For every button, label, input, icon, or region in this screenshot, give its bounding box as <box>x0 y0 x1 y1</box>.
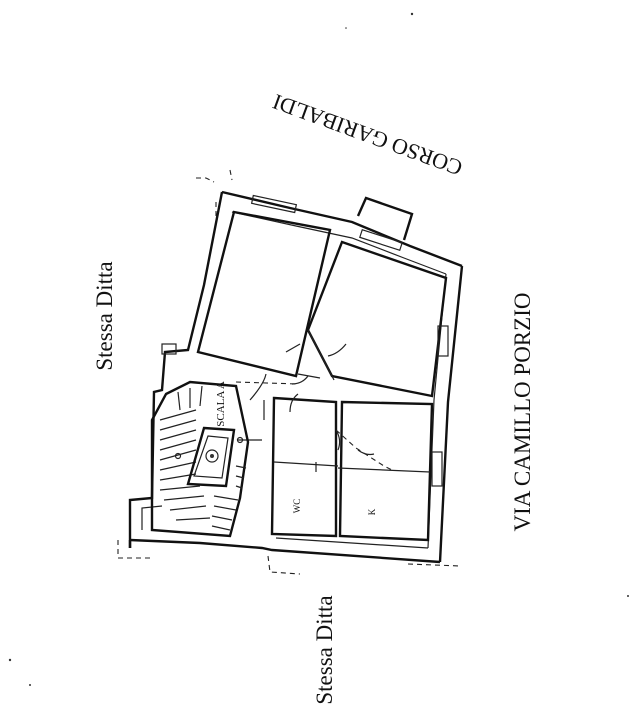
room-kitchen <box>338 400 434 542</box>
boundary-lines <box>117 169 461 575</box>
diagonal-corridor <box>235 329 335 385</box>
neighbour-label-west-group: Stessa Ditta <box>92 261 117 370</box>
street-label-east-group: VIA CAMILLO PORZIO <box>510 293 535 532</box>
partitions <box>238 400 431 473</box>
door-swings <box>249 343 375 472</box>
room-upper-right <box>306 240 448 398</box>
neighbour-label-west: Stessa Ditta <box>92 261 117 370</box>
stair-well <box>174 426 244 488</box>
neighbour-label-south: Stessa Ditta <box>312 595 337 704</box>
street-label-via-camillo-porzio: VIA CAMILLO PORZIO <box>510 293 535 532</box>
windows <box>161 194 449 487</box>
street-label-north-group: CORSO GARIBALDI <box>269 89 465 181</box>
room-label-wc: WC <box>292 499 302 514</box>
room-label-wc-group: WC <box>292 499 302 514</box>
scan-specks <box>8 12 629 686</box>
outer-walls <box>128 190 464 564</box>
street-label-corso-garibaldi: CORSO GARIBALDI <box>269 89 465 181</box>
room-label-kitchen: K <box>367 508 377 515</box>
room-wc <box>270 396 338 538</box>
room-label-kitchen-group: K <box>367 508 377 515</box>
neighbour-label-south-group: Stessa Ditta <box>312 595 337 704</box>
room-upper-left <box>196 210 332 378</box>
room-label-stair: SCALA A <box>215 381 227 427</box>
staircase <box>150 380 250 538</box>
room-label-stair-group: SCALA A <box>215 381 227 427</box>
balcony <box>356 196 414 241</box>
